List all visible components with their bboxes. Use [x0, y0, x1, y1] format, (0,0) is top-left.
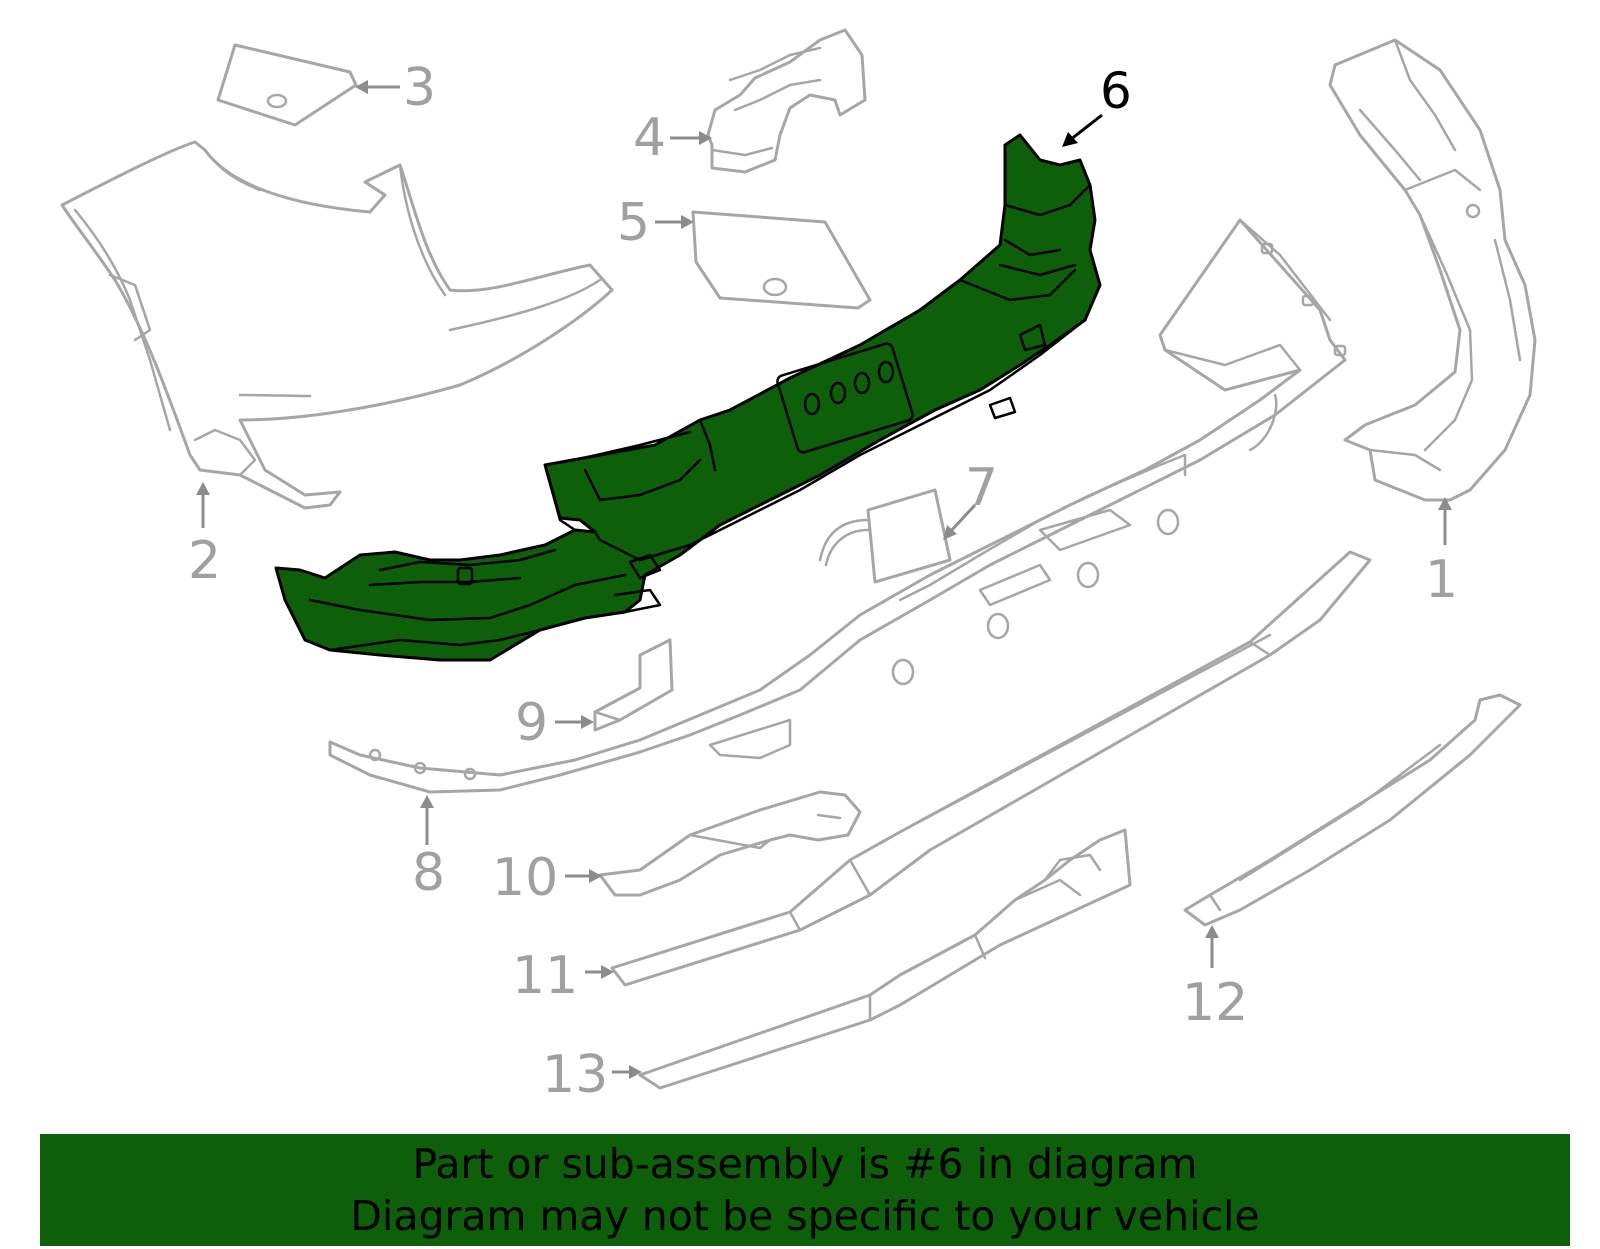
svg-text:4: 4: [633, 108, 666, 168]
part-5-plate: [691, 210, 872, 310]
info-banner: Part or sub-assembly is #6 in diagram Di…: [40, 1134, 1570, 1246]
svg-text:11: 11: [512, 946, 578, 1006]
part-4-bracket: [706, 28, 867, 174]
callout-11: 11: [512, 946, 614, 1006]
svg-text:10: 10: [492, 848, 558, 908]
callout-13: 13: [542, 1045, 642, 1105]
rear-valance-rail: [328, 218, 1347, 794]
svg-text:7: 7: [965, 458, 998, 518]
svg-text:3: 3: [403, 58, 436, 118]
part-11-trim-strip: [610, 550, 1372, 987]
part-1-side-bracket: [1328, 38, 1537, 502]
part-7-cover: [818, 488, 952, 584]
callout-1: 1: [1425, 497, 1458, 610]
callout-4: 4: [633, 108, 712, 168]
svg-text:8: 8: [412, 843, 445, 903]
banner-line-disclaimer: Diagram may not be specific to your vehi…: [350, 1192, 1260, 1240]
callout-3: 3: [355, 58, 436, 118]
callout-9: 9: [515, 693, 594, 753]
svg-text:12: 12: [1182, 973, 1248, 1033]
part-3-cover-plate: [216, 43, 358, 127]
part-2-upper-fascia: [60, 140, 614, 510]
part-6-bumper-cover-highlighted: [274, 133, 1102, 662]
callout-5: 5: [617, 193, 694, 253]
part-13-lower-strip: [638, 828, 1132, 1090]
callout-12: 12: [1182, 925, 1248, 1033]
callout-6: 6: [1062, 62, 1132, 147]
part-10-trim: [598, 790, 862, 897]
svg-text:5: 5: [617, 193, 650, 253]
callout-2: 2: [188, 482, 221, 591]
part-12-lower-strip-right: [1183, 693, 1522, 927]
part-9-block: [593, 638, 674, 732]
svg-text:6: 6: [1100, 62, 1132, 120]
svg-text:2: 2: [188, 531, 221, 591]
callout-8: 8: [412, 795, 445, 903]
svg-text:13: 13: [542, 1045, 608, 1105]
svg-text:1: 1: [1425, 550, 1458, 610]
svg-text:9: 9: [515, 693, 548, 753]
callout-10: 10: [492, 848, 602, 908]
banner-line-part-number: Part or sub-assembly is #6 in diagram: [412, 1140, 1198, 1188]
callout-7: 7: [943, 458, 998, 540]
